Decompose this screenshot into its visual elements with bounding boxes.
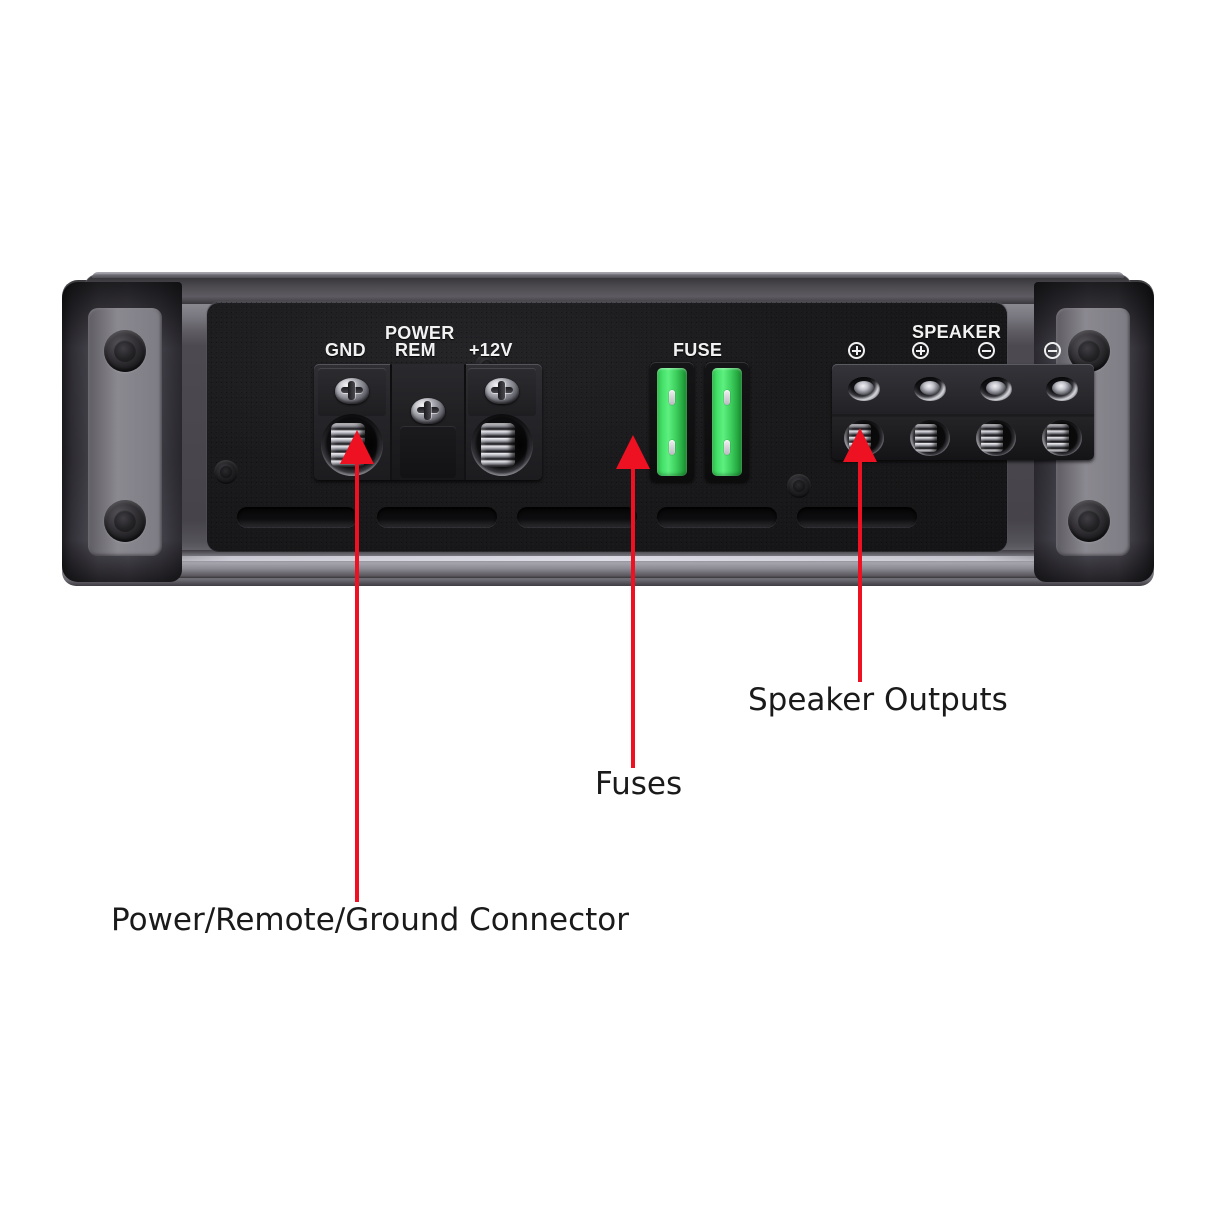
plus12v-wire-hole[interactable] — [471, 414, 533, 476]
chassis-bottom-bevel — [92, 550, 1122, 578]
arrow-stem — [631, 465, 635, 768]
panel-screw-icon — [214, 460, 238, 484]
fuse-cartridge-1[interactable] — [657, 368, 687, 476]
fuse-holder-2[interactable] — [705, 362, 749, 482]
terminal-divider — [464, 364, 466, 480]
speaker-wire-hole-4[interactable] — [1042, 420, 1082, 456]
fuse-cartridge-2[interactable] — [712, 368, 742, 476]
arrowhead-icon — [340, 430, 374, 464]
fuse-holder-1[interactable] — [650, 362, 694, 482]
speaker-wire-hole-2[interactable] — [910, 420, 950, 456]
speaker-polarity-positive-1-icon — [848, 342, 865, 359]
speaker-thread-icon — [915, 424, 937, 452]
mounting-screw-icon — [1068, 500, 1110, 542]
vent-slot — [377, 507, 497, 527]
vent-slot — [517, 507, 637, 527]
fuse-contact-slot — [724, 390, 730, 405]
speaker-thread-icon — [1047, 424, 1069, 452]
speaker-setscrew-1-icon[interactable] — [848, 377, 880, 401]
speaker-setscrew-2-icon[interactable] — [914, 377, 946, 401]
label-fuse: FUSE — [673, 340, 723, 360]
speaker-polarity-negative-2-icon — [1044, 342, 1061, 359]
chassis-endcap-left — [62, 282, 182, 582]
rem-wire-slot[interactable] — [400, 426, 456, 478]
speaker-setscrew-3-icon[interactable] — [980, 377, 1012, 401]
amplifier-chassis: GND POWER REM +12V FUSE SPEAKER — [62, 272, 1154, 602]
label-rem: REM — [395, 340, 436, 360]
speaker-terminal-block[interactable] — [832, 364, 1094, 460]
arrowhead-icon — [843, 428, 877, 462]
caption-fuses: Fuses — [595, 766, 683, 802]
vent-slot — [797, 507, 917, 527]
label-speaker: SPEAKER — [912, 322, 1002, 342]
speaker-thread-icon — [981, 424, 1003, 452]
amplifier-product-image: GND POWER REM +12V FUSE SPEAKER — [62, 272, 1154, 602]
label-plus-12v: +12V — [469, 340, 513, 360]
chassis-top-bevel — [84, 274, 1132, 304]
arrowhead-icon — [616, 435, 650, 469]
caption-speaker-outputs: Speaker Outputs — [748, 682, 1008, 718]
label-power: POWER — [385, 323, 455, 343]
mounting-screw-icon — [104, 500, 146, 542]
label-gnd: GND — [325, 340, 366, 360]
terminal-divider — [390, 364, 392, 480]
panel-screw-icon — [787, 474, 811, 498]
speaker-wire-hole-3[interactable] — [976, 420, 1016, 456]
mounting-screw-icon — [104, 330, 146, 372]
fuse-contact-slot — [669, 390, 675, 405]
caption-power-remote-ground: Power/Remote/Ground Connector — [111, 902, 629, 938]
fuse-contact-slot — [724, 440, 730, 455]
gnd-setscrew-icon[interactable] — [335, 378, 369, 404]
annotation-arrow-speaker-outputs — [842, 428, 878, 682]
arrow-stem — [858, 458, 862, 682]
speaker-polarity-positive-2-icon — [912, 342, 929, 359]
speaker-setscrew-4-icon[interactable] — [1046, 377, 1078, 401]
chassis-bottom-shine — [112, 556, 1102, 561]
plus12v-thread-shadow — [507, 422, 527, 468]
fuse-contact-slot — [669, 440, 675, 455]
chassis-top-edge-highlight — [92, 272, 1124, 278]
connection-panel: GND POWER REM +12V FUSE SPEAKER — [207, 302, 1094, 552]
vent-slot — [657, 507, 777, 527]
plus12v-setscrew-icon[interactable] — [485, 378, 519, 404]
annotation-arrow-fuses — [615, 435, 651, 768]
speaker-polarity-negative-1-icon — [978, 342, 995, 359]
annotation-arrow-power-remote-ground — [339, 430, 375, 902]
arrow-stem — [355, 460, 359, 902]
vent-slot — [237, 507, 357, 527]
rem-setscrew-icon[interactable] — [411, 398, 445, 424]
